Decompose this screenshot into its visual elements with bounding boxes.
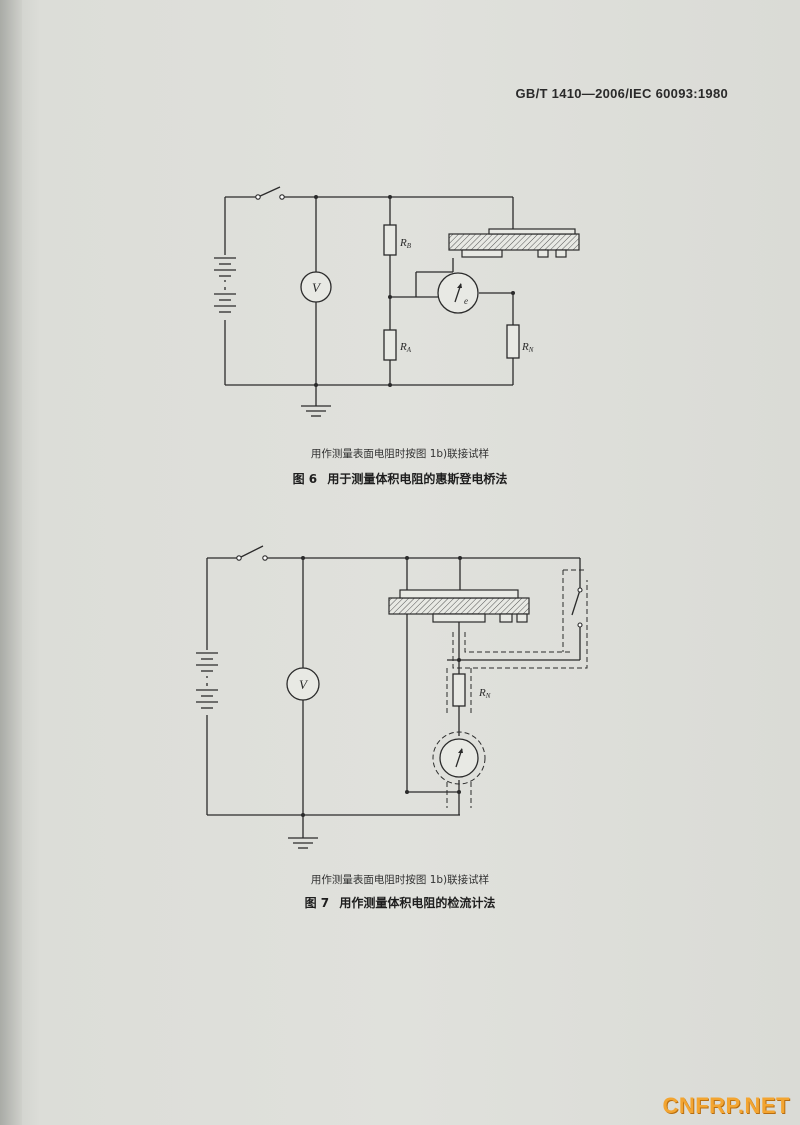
voltmeter-symbol: V [299,677,309,692]
battery-icon [196,652,218,709]
figure-7-note: 用作测量表面电阻时按图 1b)联接试样 [310,874,490,886]
voltmeter-icon [300,271,332,303]
site-watermark: CNFRP.NET [662,1093,790,1118]
galvanometer-label: e [464,296,468,306]
figure-7-caption: 图 7 用作测量体积电阻的检流计法 [0,894,800,911]
figure-7-number: 图 7 [304,896,330,910]
resistor-rn-label: RN [521,341,534,354]
figure-6-title: 用于测量体积电阻的惠斯登电桥法 [327,472,508,486]
figure-6-note: 用作测量表面电阻时按图 1b)联接试样 [310,448,490,460]
switch-blade [257,186,281,198]
battery-icon [214,257,236,313]
test-specimen [388,589,530,623]
resistor-rb-label: RB [399,237,412,250]
galvanometer-shield [432,731,486,785]
guard-shield [446,569,588,808]
voltmeter-symbol: V [312,280,322,295]
resistor-rn-label: RN [478,687,491,700]
figure-7-circuit-diagram: V RN [196,545,588,849]
binding-shadow [0,0,22,1125]
figure-7-title: 用作测量体积电阻的检流计法 [339,896,496,910]
resistor-rn [506,324,520,359]
standard-code-header: GB/T 1410—2006/IEC 60093:1980 [515,86,728,101]
voltmeter-icon [286,667,320,701]
test-specimen [448,228,580,258]
resistor-rn [452,673,466,707]
switch-contact [255,194,261,200]
switch-contact [279,194,285,200]
resistor-rb [383,224,397,256]
figure-6-circuit-diagram: V RB RA RN e [214,186,580,417]
resistor-ra-label: RA [399,341,412,354]
resistor-ra [383,329,397,361]
figure-6-number: 图 6 [292,472,318,486]
figure-6-caption: 图 6 用于测量体积电阻的惠斯登电桥法 [0,470,800,487]
